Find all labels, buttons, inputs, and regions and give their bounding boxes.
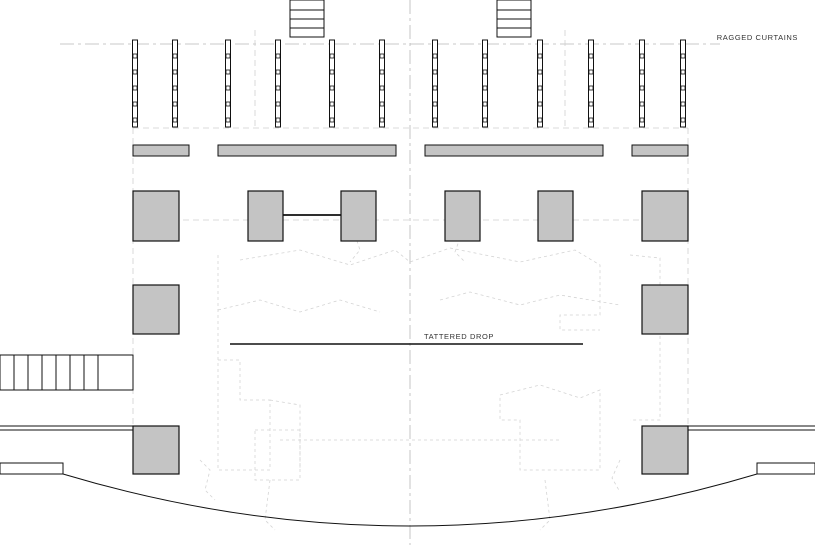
curtain-leg — [132, 39, 138, 128]
curtain-tie — [132, 85, 138, 91]
curtain-tie — [639, 117, 645, 123]
platform-block — [444, 190, 481, 242]
curtain-tie — [588, 117, 594, 123]
curtain-tie — [588, 101, 594, 107]
curtain-tie — [379, 53, 385, 59]
curtain-tie — [172, 69, 178, 75]
curtain-tie — [132, 69, 138, 75]
curtain-leg — [680, 39, 686, 128]
batten — [132, 144, 190, 157]
apron-edge — [62, 473, 758, 527]
curtain-tie — [482, 69, 488, 75]
platform-block — [132, 284, 180, 335]
curtain-leg — [639, 39, 645, 128]
curtain-tie — [639, 53, 645, 59]
platform-block — [641, 190, 689, 242]
curtain-tie — [379, 69, 385, 75]
curtain-tie — [172, 117, 178, 123]
curtain-tie — [172, 53, 178, 59]
curtain-tie — [329, 85, 335, 91]
curtain-tie — [432, 53, 438, 59]
platform-block — [641, 425, 689, 475]
curtain-tie — [482, 85, 488, 91]
platform-block — [247, 190, 284, 242]
curtain-tie — [432, 117, 438, 123]
curtain-tie — [329, 101, 335, 107]
curtain-tie — [132, 53, 138, 59]
curtain-tie — [172, 101, 178, 107]
curtain-tie — [639, 85, 645, 91]
hidden-scenery — [199, 234, 661, 531]
curtain-tie — [482, 101, 488, 107]
curtain-leg — [275, 39, 281, 128]
tattered-drop-label: TATTERED DROP — [424, 332, 494, 341]
curtain-tie — [639, 101, 645, 107]
curtain-tie — [379, 101, 385, 107]
platform-block — [132, 425, 180, 475]
platform-block — [641, 284, 689, 335]
top-stairs — [289, 0, 532, 38]
curtain-tie — [379, 117, 385, 123]
curtain-tie — [639, 69, 645, 75]
curtain-tie — [225, 53, 231, 59]
side-stairs — [0, 354, 134, 391]
curtain-tie — [537, 53, 543, 59]
curtain-tie — [132, 101, 138, 107]
curtain-tie — [225, 101, 231, 107]
curtain-tie — [680, 69, 686, 75]
ragged-curtain-legs — [132, 39, 686, 128]
curtain-leg — [379, 39, 385, 128]
proscenium-walls — [0, 425, 815, 475]
curtain-tie — [379, 85, 385, 91]
curtain-tie — [329, 117, 335, 123]
curtain-tie — [432, 101, 438, 107]
curtain-tie — [537, 69, 543, 75]
platform-blocks — [132, 190, 689, 475]
batten — [217, 144, 397, 157]
curtain-tie — [275, 69, 281, 75]
curtain-tie — [329, 53, 335, 59]
curtain-tie — [275, 85, 281, 91]
curtain-tie — [588, 69, 594, 75]
curtain-tie — [680, 85, 686, 91]
curtain-leg — [588, 39, 594, 128]
curtain-tie — [225, 69, 231, 75]
curtain-tie — [537, 85, 543, 91]
curtain-tie — [588, 85, 594, 91]
curtain-tie — [275, 53, 281, 59]
curtain-leg — [432, 39, 438, 128]
curtain-tie — [482, 53, 488, 59]
curtain-tie — [172, 85, 178, 91]
curtain-tie — [588, 53, 594, 59]
curtain-leg — [482, 39, 488, 128]
curtain-tie — [432, 85, 438, 91]
curtain-leg — [172, 39, 178, 128]
curtain-tie — [225, 117, 231, 123]
curtain-tie — [482, 117, 488, 123]
batten — [424, 144, 604, 157]
curtain-tie — [132, 117, 138, 123]
platform-block — [537, 190, 574, 242]
curtain-leg — [329, 39, 335, 128]
curtain-tie — [275, 101, 281, 107]
curtain-tie — [680, 101, 686, 107]
curtain-tie — [537, 101, 543, 107]
battens — [132, 144, 689, 157]
ragged-curtains-label: RAGGED CURTAINS — [717, 33, 798, 42]
curtain-tie — [225, 85, 231, 91]
batten — [631, 144, 689, 157]
curtain-tie — [680, 117, 686, 123]
curtain-tie — [537, 117, 543, 123]
platform-block — [132, 190, 180, 242]
curtain-tie — [329, 69, 335, 75]
curtain-tie — [680, 53, 686, 59]
curtain-tie — [432, 69, 438, 75]
platform-block — [340, 190, 377, 242]
curtain-leg — [537, 39, 543, 128]
curtain-tie — [275, 117, 281, 123]
curtain-leg — [225, 39, 231, 128]
